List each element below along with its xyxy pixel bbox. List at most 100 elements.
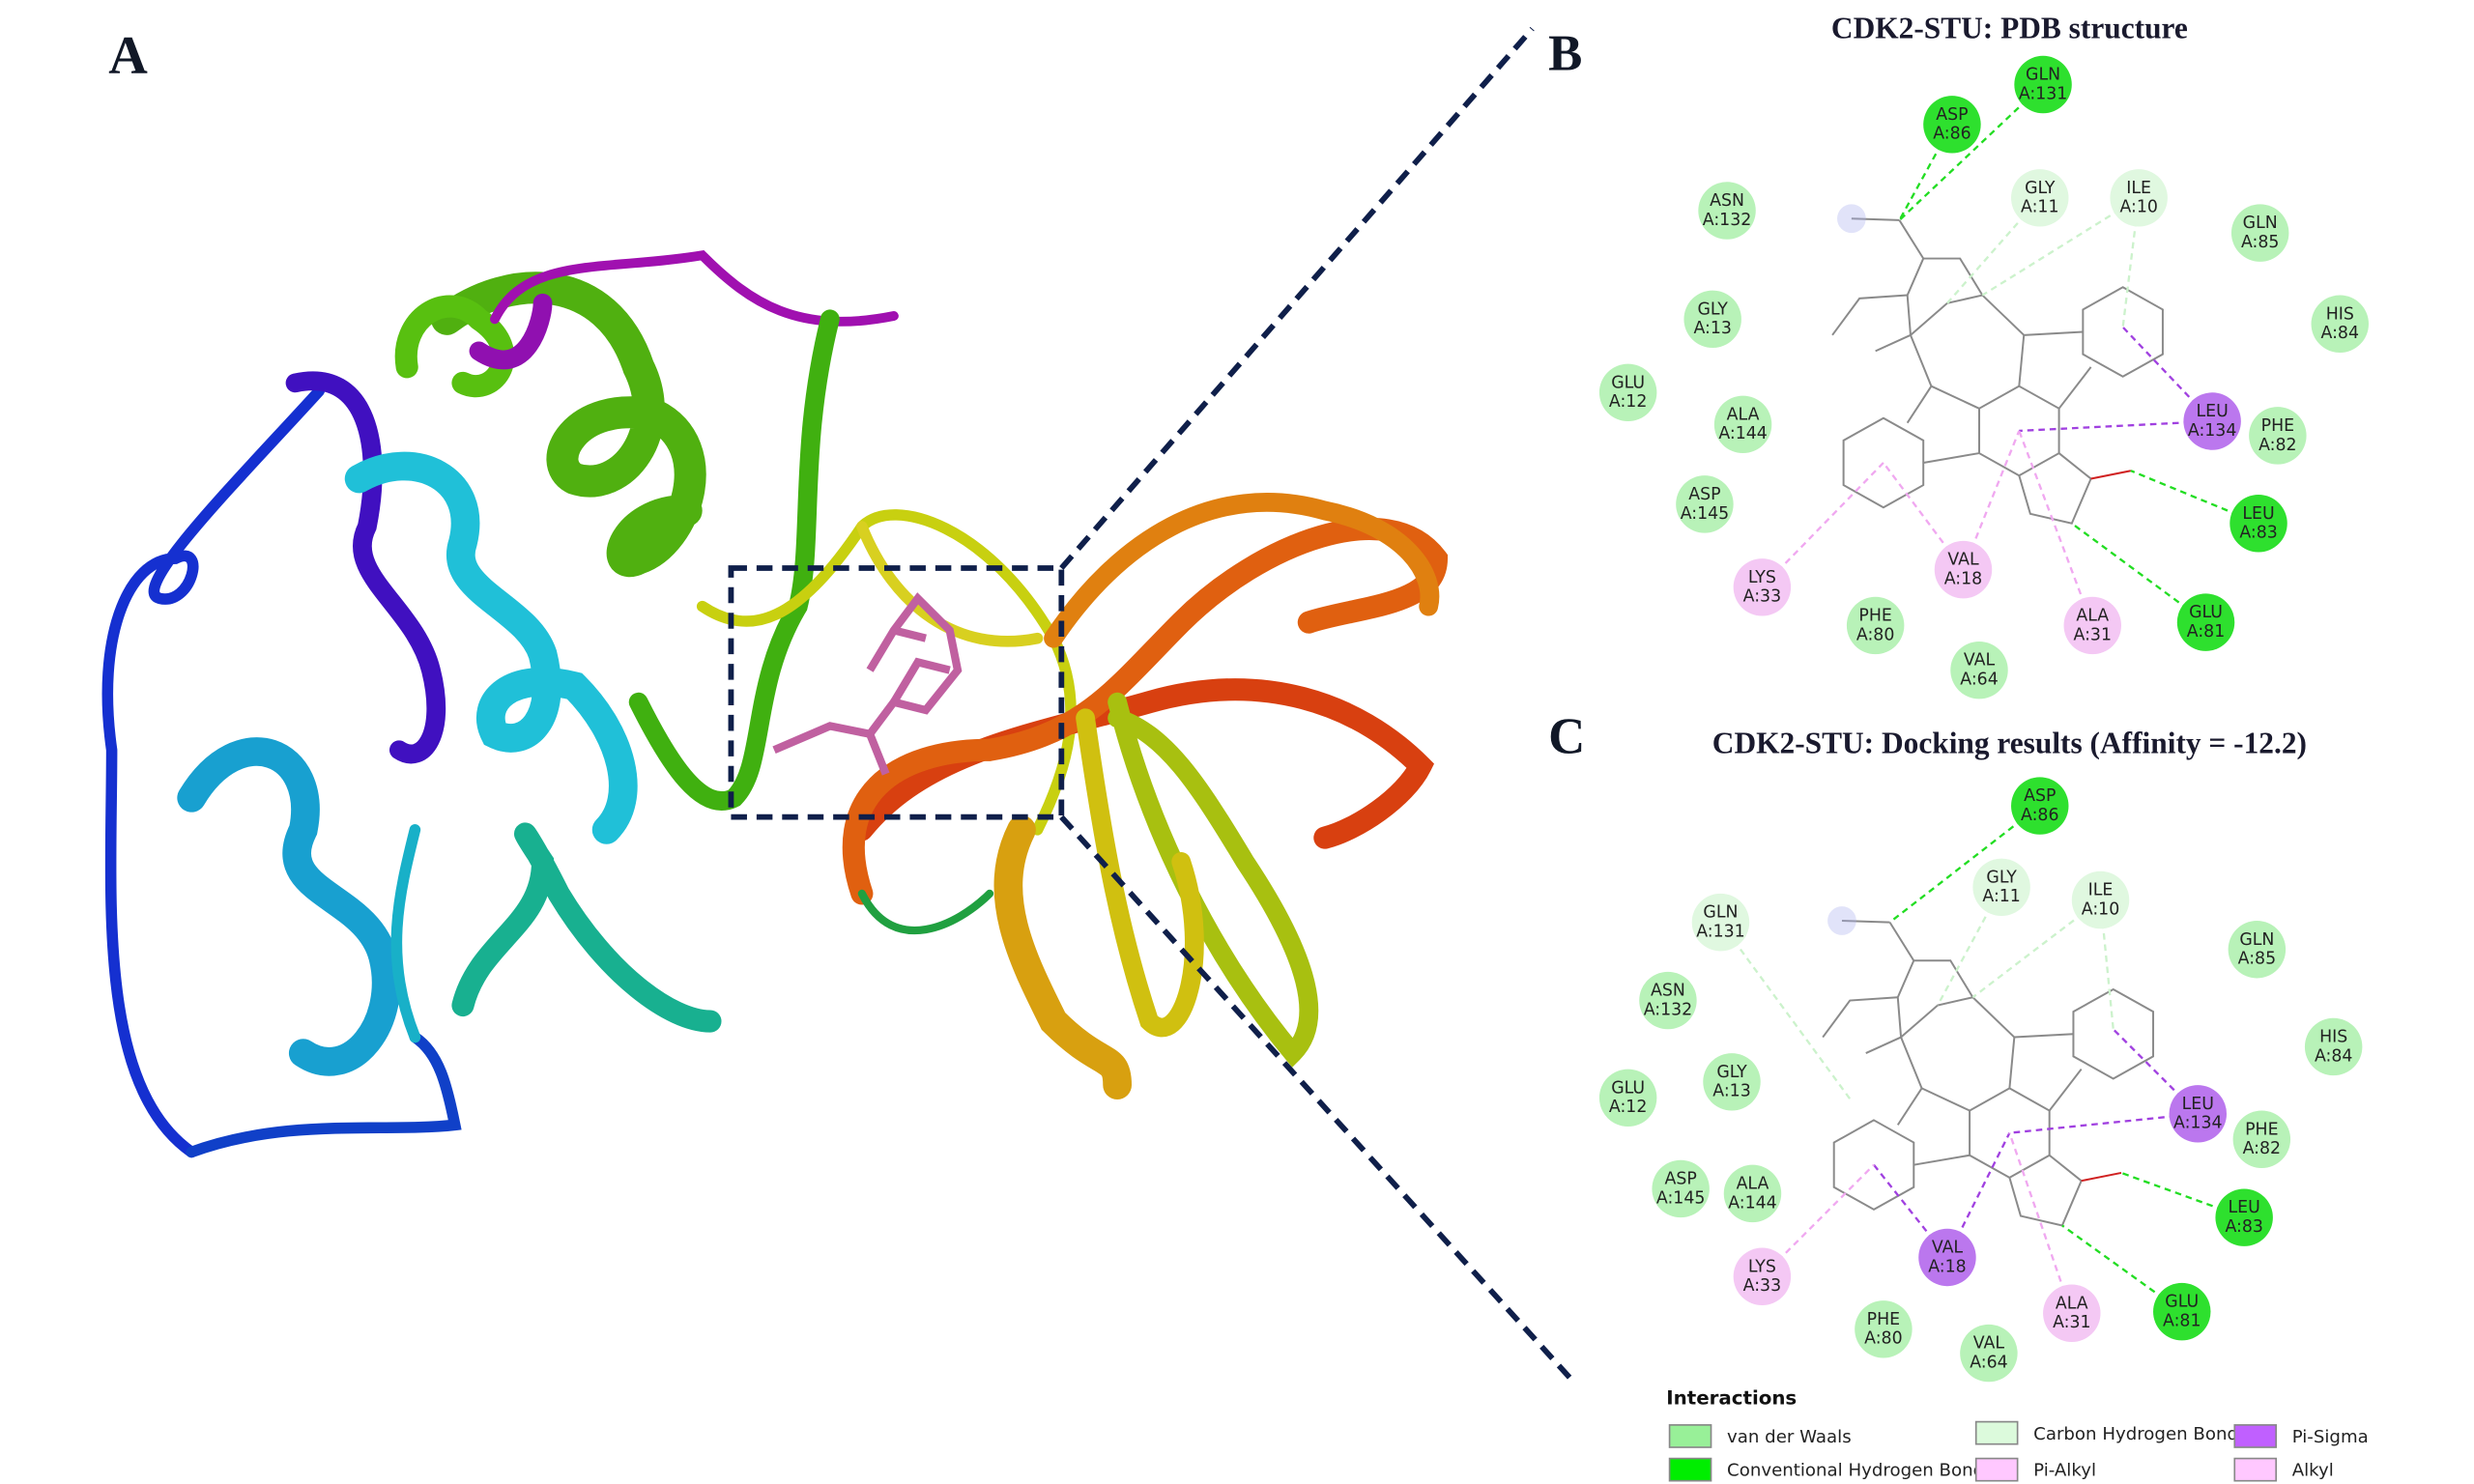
residue-circle bbox=[1723, 1164, 1782, 1223]
residue-circle bbox=[1703, 1053, 1761, 1111]
residue-id: A:82 bbox=[2258, 436, 2296, 455]
legend-item-conventional: Conventional Hydrogen Bond bbox=[1668, 1457, 1984, 1482]
residue-name: PHE bbox=[2245, 1120, 2278, 1139]
residue-id: A:18 bbox=[1928, 1257, 1966, 1276]
zoom-connector-bottom bbox=[1059, 814, 1574, 1383]
ligand-stick bbox=[772, 592, 963, 776]
residue-name: VAL bbox=[1932, 1239, 1964, 1258]
residue-id: A:81 bbox=[2163, 1311, 2201, 1330]
legend-item-alkyl: Alkyl bbox=[2233, 1457, 2334, 1482]
panel-b-title: CDK2-STU: PDB structure bbox=[1831, 12, 2188, 45]
residue-id: A:86 bbox=[1933, 125, 1971, 144]
residue-circle bbox=[2063, 596, 2121, 655]
residue-id: A:132 bbox=[1644, 1000, 1692, 1019]
residue-name: PHE bbox=[1858, 606, 1891, 625]
residue-name: ASP bbox=[1936, 105, 1968, 125]
residue-id: A:33 bbox=[1743, 587, 1781, 607]
panel-c-title: CDK2-STU: Docking results (Affinity = -1… bbox=[1712, 727, 2307, 760]
residue-name: ASP bbox=[1664, 1169, 1696, 1188]
residue-name: ALA bbox=[2076, 606, 2109, 625]
interaction-line bbox=[2009, 1112, 2199, 1134]
residue-id: A:10 bbox=[2082, 899, 2119, 919]
residue-id: A:31 bbox=[2053, 1313, 2090, 1332]
residue-id: A:83 bbox=[2225, 1217, 2262, 1237]
legend-swatch bbox=[1974, 1420, 2019, 1445]
residue-name: VAL bbox=[1964, 651, 1996, 671]
residue-circle bbox=[1598, 1069, 1657, 1127]
residue-name: ILE bbox=[2088, 881, 2114, 900]
residue-id: A:85 bbox=[2241, 233, 2279, 252]
residue-circle bbox=[2169, 1085, 2227, 1143]
residue-circle bbox=[2071, 870, 2130, 929]
protein-ribbon-structure bbox=[101, 249, 1449, 1158]
interaction-line bbox=[1873, 1163, 1948, 1259]
interaction-line bbox=[2112, 1028, 2200, 1115]
legend-swatch bbox=[1668, 1424, 1712, 1448]
interaction-lines-b bbox=[1761, 83, 2259, 626]
interaction-line bbox=[1719, 921, 1853, 1102]
zoom-connector-top bbox=[1059, 26, 1535, 570]
residue-id: A:145 bbox=[1681, 504, 1729, 524]
residue-name: GLU bbox=[2189, 603, 2223, 622]
interaction-line bbox=[1898, 124, 1953, 221]
residue-name: VAL bbox=[1947, 551, 1979, 570]
residue-circle bbox=[2183, 392, 2241, 450]
residue-name: ASP bbox=[1688, 485, 1720, 504]
residue-circle bbox=[1918, 1228, 1976, 1287]
panel-label-c: C bbox=[1548, 709, 1585, 765]
residue-circle bbox=[1713, 395, 1772, 454]
residue-circle bbox=[2043, 1284, 2101, 1343]
interaction-line bbox=[1981, 196, 2140, 297]
residue-name: GLU bbox=[1611, 373, 1645, 392]
residue-id: A:64 bbox=[1960, 671, 1998, 690]
residue-circle bbox=[2011, 777, 2069, 835]
residue-circle bbox=[2176, 593, 2235, 651]
residue-circle bbox=[1950, 641, 2008, 699]
residue-id: A:64 bbox=[1970, 1353, 2007, 1372]
residue-name: LYS bbox=[1748, 568, 1776, 587]
legend-swatch bbox=[2233, 1457, 2278, 1482]
residue-id: A:82 bbox=[2243, 1139, 2281, 1158]
legend-swatch bbox=[1974, 1457, 2019, 1482]
legend-item-carbon: Carbon Hydrogen Bond bbox=[1974, 1420, 2238, 1445]
residue-name: GLY bbox=[2025, 179, 2056, 198]
residue-circle bbox=[1972, 858, 2030, 917]
residue-circle bbox=[1683, 290, 1741, 349]
residue-circle bbox=[1733, 1247, 1792, 1306]
residue-name: GLN bbox=[2239, 930, 2274, 950]
residue-id: A:11 bbox=[1982, 887, 2020, 906]
residue-circle bbox=[1598, 363, 1657, 422]
residue-id: A:84 bbox=[2321, 324, 2359, 343]
residue-name: VAL bbox=[1973, 1334, 2005, 1354]
residue-circle bbox=[1698, 182, 1756, 240]
residue-name: LEU bbox=[2182, 1095, 2214, 1114]
residue-id: A:11 bbox=[2021, 198, 2058, 217]
